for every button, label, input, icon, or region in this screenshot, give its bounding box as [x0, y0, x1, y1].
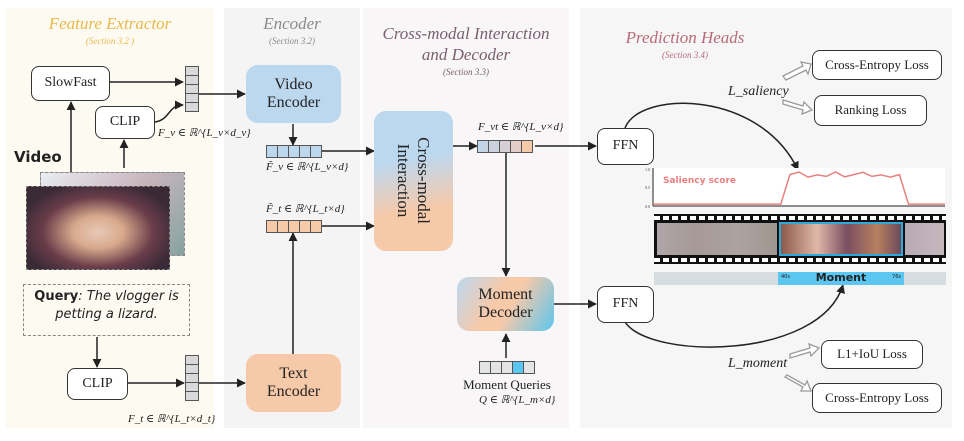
- moment-queries-label: Moment Queries: [463, 377, 551, 392]
- fused-feature-vector: [477, 140, 533, 153]
- query-box: Query: The vlogger is petting a lizard.: [23, 284, 190, 336]
- saliency-loss-symbol: L_saliency: [728, 84, 789, 99]
- clip-text-label: CLIP: [82, 375, 113, 391]
- slowfast-label: SlowFast: [44, 75, 97, 91]
- moment-start: 40s: [781, 274, 790, 280]
- fused-feature-math: F_vt ∈ ℝ^{L_v×d}: [478, 121, 564, 133]
- video-frame-lizard: [26, 186, 170, 270]
- moment-label: Moment: [815, 271, 867, 284]
- text-feature-vector: [185, 355, 199, 401]
- text-encoded-math: F̃_t ∈ ℝ^{L_t×d}: [266, 203, 345, 215]
- query-bold-label: Query: [34, 289, 79, 304]
- saliency-chart: 0.0 0.5 1.0 Saliency score: [645, 167, 945, 209]
- text-encoder-line2: Encoder: [266, 383, 321, 400]
- clip-video-box: CLIP: [95, 106, 155, 139]
- moment-end: 76s: [892, 274, 901, 280]
- saliency-cross-entropy-loss-box: Cross-Entropy Loss: [812, 50, 942, 80]
- cross-modal-title-line2: and Decoder: [421, 45, 511, 64]
- query-text: : The vlogger is petting a lizard.: [55, 289, 179, 323]
- ffn-moment-label: FFN: [612, 296, 639, 312]
- text-encoder-line1: Text: [279, 364, 308, 382]
- cross-modal-line2: Interaction: [394, 144, 414, 218]
- cross-modal-line1: Cross-modal: [414, 137, 434, 225]
- clip-text-box: CLIP: [67, 368, 128, 400]
- ffn-saliency-label: FFN: [612, 138, 639, 154]
- film-strip: [654, 214, 946, 264]
- frame-moment-highlight: [779, 222, 903, 256]
- video-encoded-vector: [266, 145, 322, 158]
- film-perforation-bottom: [654, 258, 946, 262]
- l1-iou-loss-box: L1+IoU Loss: [821, 340, 923, 369]
- film-perforation-top: [654, 216, 946, 220]
- moment-span: 40s Moment 76s: [778, 271, 904, 285]
- chart-title: Saliency score: [663, 176, 736, 186]
- ffn-saliency-box: FFN: [597, 128, 654, 165]
- l1-iou-loss-label: L1+IoU Loss: [837, 346, 907, 362]
- moment-cross-entropy-loss-box: Cross-Entropy Loss: [812, 383, 942, 413]
- ffn-moment-box: FFN: [597, 286, 654, 323]
- clip-video-label: CLIP: [109, 114, 141, 130]
- cross-modal-title-line1: Cross-modal Interaction: [382, 24, 550, 43]
- moment-loss-symbol: L_moment: [728, 356, 788, 371]
- video-encoded-math: F̃_v ∈ ℝ^{L_v×d}: [266, 161, 349, 173]
- slowfast-box: SlowFast: [31, 66, 110, 101]
- chart-background: [653, 168, 945, 206]
- moment-queries-math: Q ∈ ℝ^{L_m×d}: [479, 394, 556, 406]
- ranking-loss-label: Ranking Loss: [834, 102, 907, 118]
- encoder-title: Encoder: [263, 14, 321, 33]
- y-tick-2: 1.0: [645, 167, 650, 172]
- video-encoder-line1: Video: [274, 75, 313, 93]
- text-encoded-vector: [266, 220, 322, 233]
- moment-decoder-line1: Moment: [478, 285, 533, 303]
- saliency-series-line: [653, 171, 945, 205]
- moment-timeline: 40s Moment 76s: [654, 271, 946, 285]
- video-feature-vector: [185, 66, 199, 112]
- moment-queries-vector: [479, 361, 535, 374]
- y-tick-1: 0.5: [645, 185, 650, 190]
- video-feature-math: F_v ∈ ℝ^{L_v×d_v}: [158, 127, 251, 139]
- frame-dimmed-right: [905, 223, 944, 255]
- video-label: Video: [14, 148, 62, 166]
- prediction-heads-section: (Section 3.4): [662, 50, 708, 60]
- frame-dimmed-left: [657, 223, 777, 255]
- feature-extractor-title: Feature Extractor: [48, 14, 172, 33]
- prediction-heads-title: Prediction Heads: [625, 28, 745, 47]
- video-encoder-line2: Encoder: [266, 94, 321, 111]
- cross-modal-section: (Section 3.3): [443, 67, 489, 77]
- moment-cross-entropy-loss-label: Cross-Entropy Loss: [825, 389, 929, 405]
- saliency-cross-entropy-loss-label: Cross-Entropy Loss: [825, 56, 929, 72]
- ranking-loss-box: Ranking Loss: [814, 95, 927, 126]
- y-tick-0: 0.0: [645, 204, 650, 209]
- encoder-section: (Section 3.2): [269, 36, 315, 46]
- moment-decoder-line2: Decoder: [478, 304, 533, 321]
- cross-modal-interaction-box: Cross-modal Interaction: [374, 111, 453, 251]
- feature-extractor-section: (Section 3.2 ): [85, 36, 135, 46]
- text-feature-math: F_t ∈ ℝ^{L_t×d_t}: [128, 413, 216, 425]
